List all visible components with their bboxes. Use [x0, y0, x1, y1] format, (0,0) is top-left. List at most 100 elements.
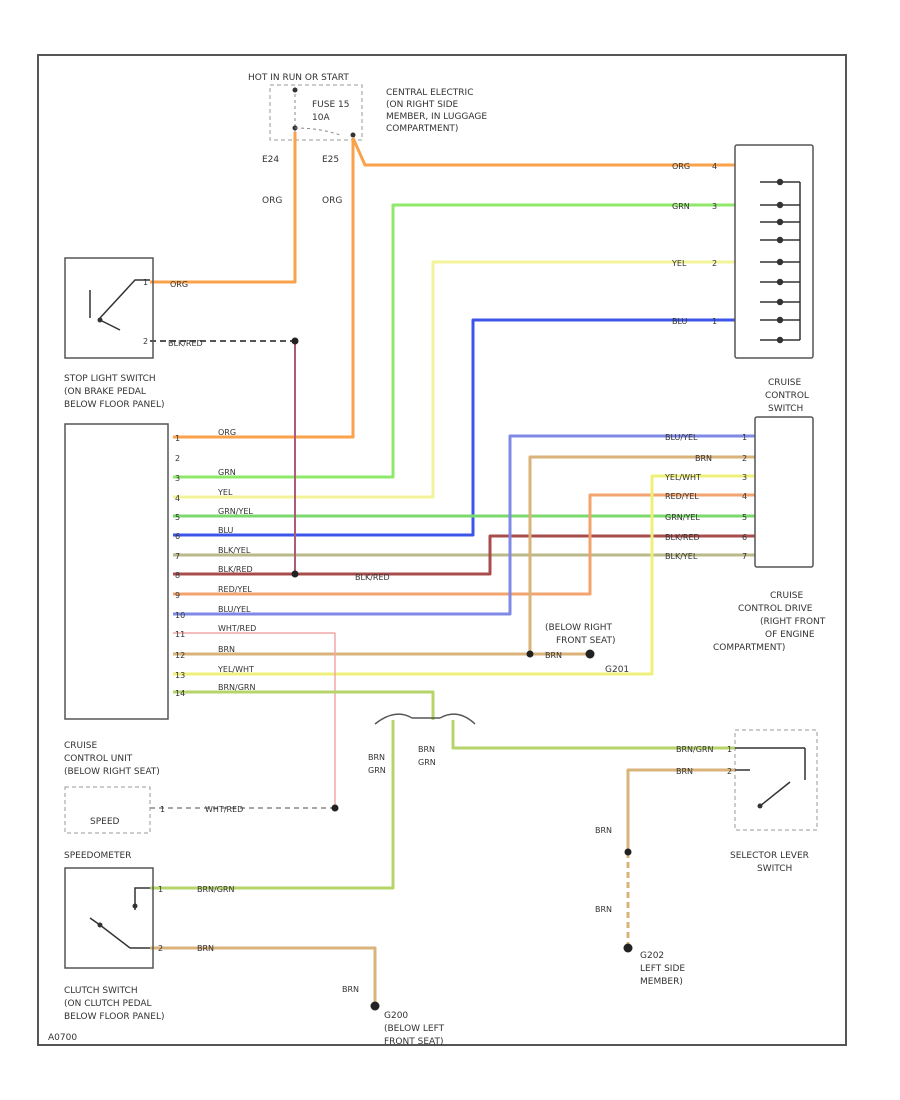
unit-pin-wire-label: ORG: [218, 428, 236, 437]
wire-label: RED/YEL: [665, 492, 699, 501]
wire-brn-clutch: [150, 946, 377, 1006]
wire-grn: [173, 203, 735, 479]
fuse-label: FUSE 15: [312, 100, 349, 110]
svg-text:CONTROL DRIVE: CONTROL DRIVE: [738, 604, 813, 614]
wire-label: BLU: [672, 317, 688, 326]
speedometer-speed-sensor: SPEED 1 SPEEDOMETER: [64, 786, 165, 861]
unit-pin-number: 3: [175, 474, 180, 483]
wire-red-yel: [173, 493, 755, 596]
svg-text:G202: G202: [640, 951, 664, 961]
wire-label: YEL/WHT: [664, 473, 701, 482]
below-right-front-label: (BELOW RIGHT FRONT SEAT): [545, 623, 615, 646]
svg-text:(BELOW LEFT: (BELOW LEFT: [384, 1024, 445, 1034]
cruise-control-unit: CRUISE CONTROL UNIT (BELOW RIGHT SEAT): [64, 423, 169, 777]
svg-text:(RIGHT FRONT: (RIGHT FRONT: [760, 617, 826, 627]
svg-text:1: 1: [712, 317, 717, 326]
wire-label: GRN: [672, 202, 690, 211]
wire-brn-grn: [173, 690, 435, 720]
wire-label: BRN: [676, 767, 693, 776]
svg-text:(BELOW RIGHT SEAT): (BELOW RIGHT SEAT): [64, 767, 160, 777]
svg-text:4: 4: [742, 492, 747, 501]
wire-label: GRN: [368, 766, 386, 775]
cruise-switch-label: SWITCH: [768, 404, 803, 414]
unit-pin-number: 14: [175, 689, 185, 698]
wire-label: BLK/RED: [168, 339, 203, 348]
connector-e24-label: E24: [262, 155, 279, 165]
wires: [150, 132, 755, 1006]
unit-pin-number: 12: [175, 651, 185, 660]
unit-pin-number: 6: [175, 532, 180, 541]
stop-light-switch: 1 2 STOP LIGHT SWITCH (ON BRAKE PEDAL BE…: [64, 257, 165, 410]
unit-pin-number: 4: [175, 494, 180, 503]
svg-text:G201: G201: [605, 665, 629, 675]
wire-label: BRN: [197, 944, 214, 953]
central-electric-label: (ON RIGHT SIDE: [386, 100, 458, 110]
wire-yel-wht: [173, 474, 755, 676]
unit-pin-wire-label: BRN/GRN: [218, 683, 255, 692]
unit-pin-wire-label: YEL: [217, 488, 233, 497]
wire-label: ORG: [322, 196, 342, 206]
svg-text:SWITCH: SWITCH: [757, 864, 792, 874]
selector-lever-switch: 1 2 SELECTOR LEVER SWITCH: [727, 729, 818, 874]
unit-pin-wire-label: BRN: [218, 645, 235, 654]
svg-text:FRONT SEAT): FRONT SEAT): [384, 1037, 443, 1047]
wire-label: WHT/RED: [205, 805, 243, 814]
wire-brn-grn-sel: [451, 720, 735, 750]
central-electric-label: CENTRAL ELECTRIC: [386, 88, 473, 98]
svg-text:7: 7: [742, 552, 747, 561]
svg-text:5: 5: [742, 513, 747, 522]
unit-pin-number: 5: [175, 513, 180, 522]
unit-pin-number: 13: [175, 671, 185, 680]
unit-pin-wire-label: WHT/RED: [218, 624, 256, 633]
svg-text:(BELOW RIGHT: (BELOW RIGHT: [545, 623, 613, 633]
cruise-unit-pins: 1ORG23GRN4YEL5GRN/YEL6BLU7BLK/YEL8BLK/RE…: [175, 428, 256, 698]
wire-brn-grn-clutch: [150, 720, 395, 890]
fuse-block: HOT IN RUN OR START FUSE 15 10A CENTRAL …: [248, 73, 487, 206]
wire-label: BRN: [595, 905, 612, 914]
unit-pin-wire-label: GRN: [218, 468, 236, 477]
unit-pin-wire-label: BLU/YEL: [218, 605, 251, 614]
unit-pin-number: 10: [175, 611, 185, 620]
stop-light-label: STOP LIGHT SWITCH: [64, 374, 156, 384]
svg-text:G200: G200: [384, 1011, 408, 1021]
cruise-drive-label: CRUISE CONTROL DRIVE (RIGHT FRONT OF ENG…: [713, 591, 826, 653]
svg-text:2: 2: [158, 944, 163, 953]
svg-text:CONTROL UNIT: CONTROL UNIT: [64, 754, 133, 764]
svg-text:OF ENGINE: OF ENGINE: [765, 630, 815, 640]
svg-text:LEFT SIDE: LEFT SIDE: [640, 964, 685, 974]
central-electric-label: COMPARTMENT): [386, 124, 458, 134]
unit-pin-number: 9: [175, 591, 180, 600]
svg-text:FRONT SEAT): FRONT SEAT): [556, 636, 615, 646]
svg-text:SPEED: SPEED: [90, 817, 120, 827]
ground-g200: G200 (BELOW LEFT FRONT SEAT): [370, 1001, 445, 1047]
wire-org-stop: [150, 132, 297, 284]
svg-text:1: 1: [160, 805, 165, 814]
svg-text:CRUISE: CRUISE: [64, 741, 97, 751]
svg-text:2: 2: [727, 767, 732, 776]
clutch-switch: 1 2 CLUTCH SWITCH (ON CLUTCH PEDAL BELOW…: [64, 867, 165, 1022]
unit-pin-wire-label: GRN/YEL: [218, 507, 253, 516]
wire-label: BRN: [368, 753, 385, 762]
wire-label: BLK/YEL: [665, 552, 698, 561]
svg-text:SPEEDOMETER: SPEEDOMETER: [64, 851, 131, 861]
svg-text:1: 1: [727, 745, 732, 754]
unit-pin-number: 1: [175, 434, 180, 443]
stop-light-label: BELOW FLOOR PANEL): [64, 400, 165, 410]
wire-org-unit: [173, 138, 355, 439]
svg-text:MEMBER): MEMBER): [640, 977, 683, 987]
unit-pin-number: 8: [175, 571, 180, 580]
svg-text:3: 3: [712, 202, 717, 211]
ground-g202: G202 LEFT SIDE MEMBER): [623, 943, 685, 987]
svg-text:COMPARTMENT): COMPARTMENT): [713, 643, 785, 653]
stop-light-label: (ON BRAKE PEDAL: [64, 387, 146, 397]
svg-text:BELOW FLOOR PANEL): BELOW FLOOR PANEL): [64, 1012, 165, 1022]
svg-text:1: 1: [143, 278, 148, 287]
diagram-border: [37, 54, 847, 1046]
svg-text:6: 6: [742, 533, 747, 542]
connector-e25-label: E25: [322, 155, 339, 165]
unit-pin-wire-label: BLU: [218, 526, 234, 535]
wire-label: BRN: [595, 826, 612, 835]
svg-text:1: 1: [742, 433, 747, 442]
wire-label: YEL: [671, 259, 687, 268]
